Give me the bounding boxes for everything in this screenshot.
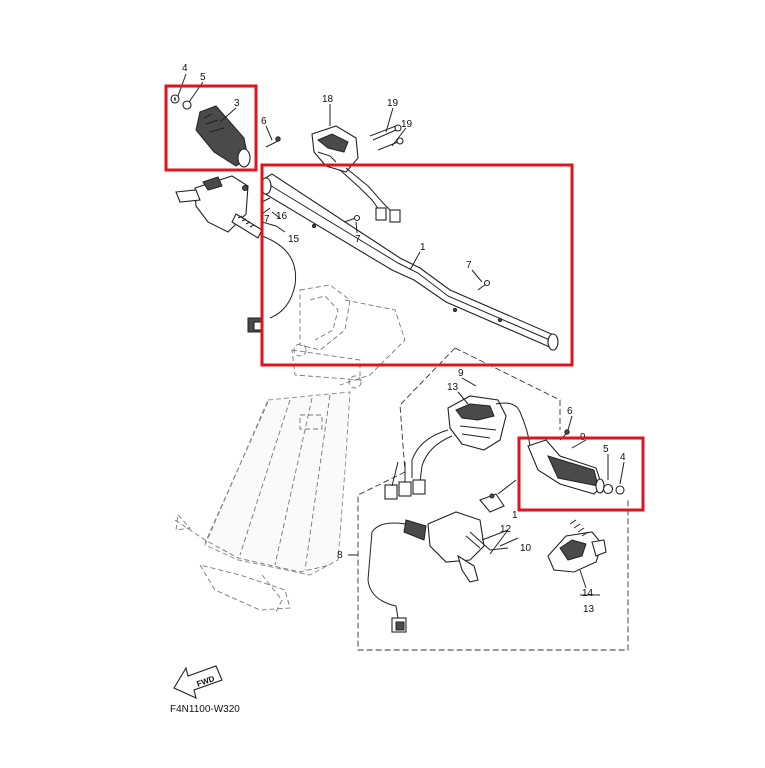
left-grip-assembly <box>170 94 281 168</box>
highlight-right-grip <box>517 436 645 512</box>
callout-8: 8 <box>337 550 343 561</box>
callout-13-bottom: 13 <box>583 604 595 615</box>
callout-labels: 4 5 3 6 18 19 19 16 7 15 7 1 7 9 13 6 9 … <box>182 63 626 615</box>
callout-9-top: 9 <box>458 368 464 379</box>
throttle-lever-assembly <box>367 493 509 633</box>
callout-6-left: 6 <box>261 116 267 127</box>
highlight-handlebar <box>260 163 574 367</box>
callout-15: 15 <box>288 234 300 245</box>
callout-13-top: 13 <box>447 382 459 393</box>
callout-5-right: 5 <box>603 444 609 455</box>
callout-6-right: 6 <box>567 406 573 417</box>
highlight-left-grip <box>164 84 258 172</box>
callout-7-right: 7 <box>466 260 472 271</box>
throttle-lever-14 <box>547 519 607 573</box>
steering-column-ghost <box>174 284 406 613</box>
callout-1: 1 <box>420 242 426 253</box>
callout-18: 18 <box>322 94 334 105</box>
callout-10: 10 <box>520 543 532 554</box>
diagram-code: F4N1100-W320 <box>170 704 240 715</box>
left-switch-assembly <box>175 175 297 333</box>
callout-19-bottom: 19 <box>401 119 413 130</box>
callout-7-left: 7 <box>264 214 270 225</box>
callout-12: 12 <box>500 524 512 535</box>
bracket-part-18 <box>311 124 404 223</box>
callout-4-left: 4 <box>182 63 188 74</box>
callout-4-right: 4 <box>620 452 626 463</box>
callout-14: 14 <box>582 588 594 599</box>
highlight-boxes <box>164 84 645 512</box>
callout-5-left: 5 <box>200 72 206 83</box>
handlebar-part-1 <box>260 173 559 351</box>
callout-7-mid: 7 <box>355 234 361 245</box>
callout-3: 3 <box>234 98 240 109</box>
callout-16: 16 <box>276 211 288 222</box>
callout-19-top: 19 <box>387 98 399 109</box>
callout-1-lower: 1 <box>512 510 518 521</box>
right-switch-housing-13 <box>384 395 531 500</box>
fwd-arrow-icon: FWD <box>173 665 223 699</box>
